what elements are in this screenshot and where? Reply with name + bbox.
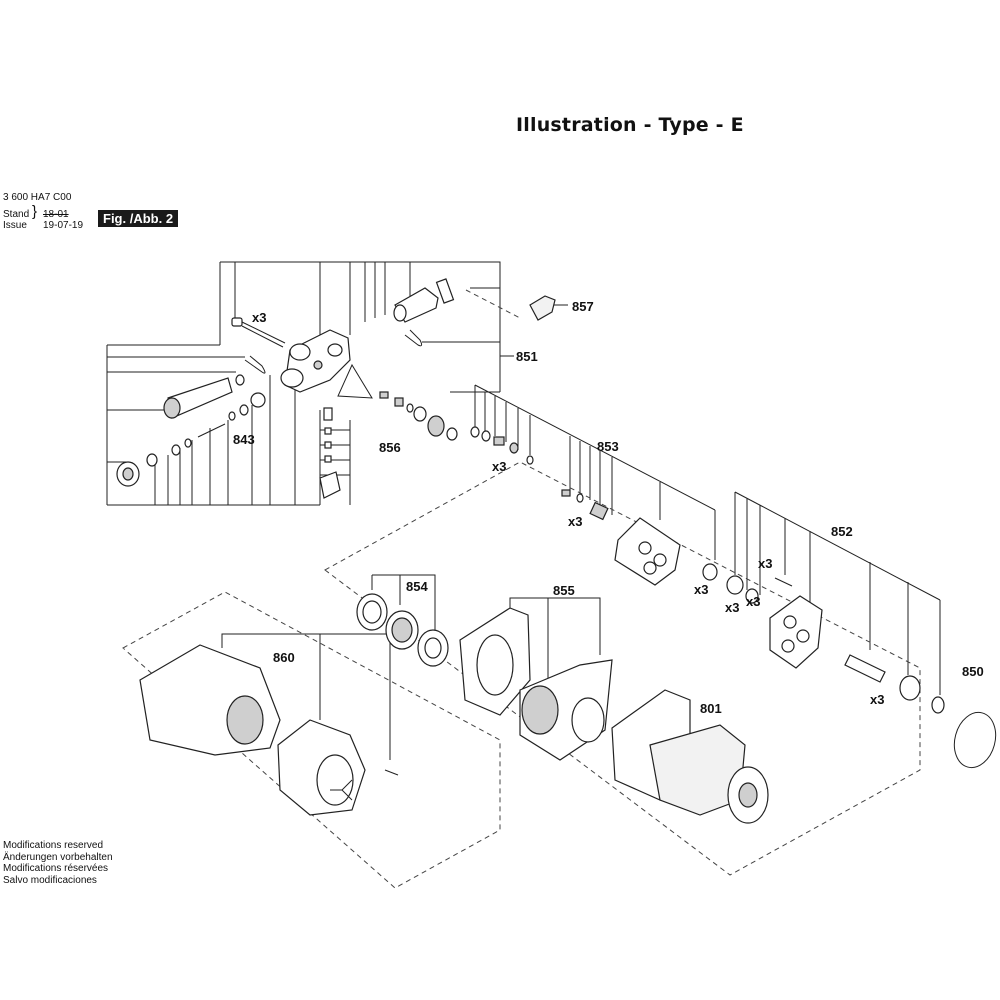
callout-801: 801 xyxy=(700,701,722,716)
notice-line-es: Salvo modificaciones xyxy=(3,874,97,886)
callout-857: 857 xyxy=(572,299,594,314)
part-valve-housing xyxy=(393,278,455,323)
qty-853-lower: x3 xyxy=(568,514,582,529)
part-motor-801 xyxy=(611,689,769,824)
qty-852-screw: x3 xyxy=(758,556,772,571)
qty-853-ring: x3 xyxy=(694,582,708,597)
part-u-clip xyxy=(404,329,423,347)
page-title: Illustration - Type - E xyxy=(516,114,744,136)
part-pump-body xyxy=(280,329,351,393)
qty-852-washer: x3 xyxy=(746,594,760,609)
part-small-rings-843 xyxy=(146,374,266,467)
part-group-852 xyxy=(726,575,945,714)
issue-date: 19-07-19 xyxy=(43,220,84,231)
callout-853: 853 xyxy=(597,439,619,454)
callout-852: 852 xyxy=(831,524,853,539)
qty-bolt: x3 xyxy=(252,310,266,325)
part-piston-sleeve xyxy=(163,377,233,419)
part-group-855 xyxy=(459,607,613,761)
old-date: 18-01 xyxy=(43,209,69,220)
part-triangle-gasket xyxy=(337,363,373,399)
bracket-860 xyxy=(221,633,391,760)
issue-label: Issue xyxy=(3,220,27,231)
notice-line-en: Modifications reserved xyxy=(3,840,104,851)
stand-label: Stand xyxy=(3,209,30,220)
part-group-853 xyxy=(470,426,718,586)
part-group-854 xyxy=(356,593,449,667)
callout-854: 854 xyxy=(406,579,428,594)
leader-857 xyxy=(465,289,521,319)
qty-852-spring: x3 xyxy=(870,692,884,707)
callout-843: 843 xyxy=(233,432,255,447)
part-group-856 xyxy=(379,391,458,441)
callout-851: 851 xyxy=(516,349,538,364)
part-number: 3 600 HA7 C00 xyxy=(3,192,72,203)
callout-856: 856 xyxy=(379,440,401,455)
part-oring-850 xyxy=(953,711,997,769)
frame-motor-assembly xyxy=(324,461,921,876)
modifications-notice: Modifications reserved Änderungen vorbeh… xyxy=(3,840,113,886)
callout-850: 850 xyxy=(962,664,984,679)
part-bolt-x3 xyxy=(231,317,286,348)
part-housing-860 xyxy=(139,644,399,816)
notice-line-fr: Modifications réservées xyxy=(3,863,109,874)
qty-853-upper: x3 xyxy=(492,459,506,474)
qty-852-ring: x3 xyxy=(725,600,739,615)
part-cap-857 xyxy=(529,295,556,321)
part-valve-stack xyxy=(319,407,341,499)
figure-badge: Fig. /Abb. 2 xyxy=(98,210,179,227)
notice-line-de: Änderungen vorbehalten xyxy=(3,851,113,863)
bracket-855 xyxy=(509,597,601,680)
part-clip-loop xyxy=(244,355,266,374)
callout-860: 860 xyxy=(273,650,295,665)
brace-glyph: } xyxy=(32,203,38,220)
bracket-851 xyxy=(106,261,514,506)
bracket-854 xyxy=(371,574,436,630)
part-valve-screw xyxy=(116,461,140,487)
bracket-852 xyxy=(734,491,941,695)
callout-855: 855 xyxy=(553,583,575,598)
bracket-853 xyxy=(474,384,716,560)
